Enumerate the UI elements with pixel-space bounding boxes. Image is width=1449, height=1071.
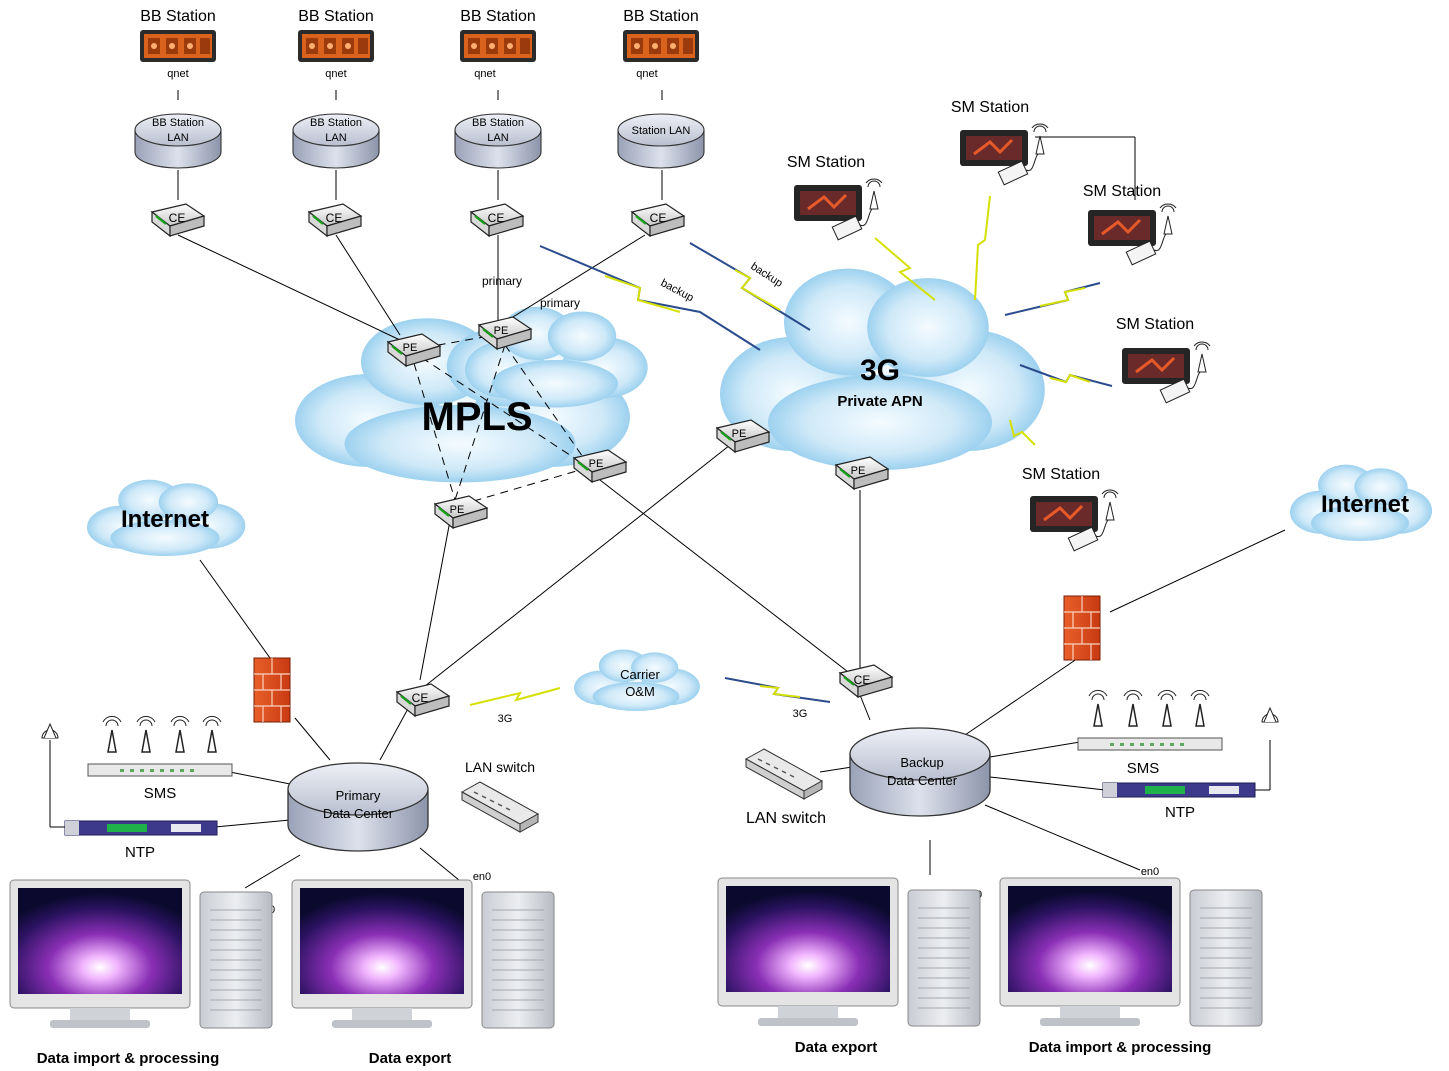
bb-station-title: BB Station — [140, 8, 216, 25]
carrier-label: O&M — [625, 684, 655, 699]
sms-label: SMS — [144, 785, 177, 802]
3g-link-label: 3G — [498, 713, 513, 725]
data-center-label: Primary — [336, 788, 381, 803]
lan-label: LAN — [325, 132, 346, 144]
lan-label: BB Station — [310, 117, 362, 129]
primary-link-label: primary — [540, 296, 580, 310]
carrier-label: Carrier — [620, 667, 660, 682]
sms-rack — [1077, 737, 1223, 751]
ntp-label: NTP — [125, 844, 155, 861]
connection-lines — [49, 90, 1286, 889]
ntp-rack — [64, 820, 218, 836]
backup-link-label: backup — [659, 277, 696, 304]
sm-station-1: SM Station — [787, 154, 884, 242]
lan-label: Station LAN — [632, 125, 691, 137]
workstation-import — [999, 877, 1263, 1027]
pe-label: PE — [732, 428, 747, 440]
ce-label: CE — [412, 691, 429, 705]
lan-label: LAN — [167, 132, 188, 144]
data-center-label: Data Center — [323, 806, 394, 821]
sm-station-title: SM Station — [1022, 466, 1100, 483]
mpls-mesh — [409, 334, 586, 506]
pe-label: PE — [450, 504, 465, 516]
primary-data-center: CE 3G Primary Data Center SMS NTP LAN sw… — [9, 657, 555, 1067]
gps-antenna-icon — [41, 722, 59, 739]
ce-label: CE — [650, 211, 667, 225]
bb-station-2: BB Station qnet BB Station LAN CE — [292, 8, 380, 238]
ntp-rack — [1102, 782, 1256, 798]
workstation-export — [291, 879, 555, 1029]
wireless-links — [469, 195, 1113, 706]
pe-label: PE — [851, 465, 866, 477]
ce-label: CE — [326, 211, 343, 225]
en0-label: en0 — [1141, 866, 1159, 878]
bb-station-title: BB Station — [460, 8, 536, 25]
backup-link-label: backup — [748, 260, 784, 289]
sms-label: SMS — [1127, 760, 1160, 777]
firewall-icon — [253, 657, 291, 723]
internet-label-right: Internet — [1321, 491, 1409, 518]
3g-title: 3G — [860, 354, 900, 387]
pe-label: PE — [589, 458, 604, 470]
workstation-caption: Data export — [795, 1039, 878, 1056]
sm-station-5: SM Station — [1022, 466, 1120, 553]
sm-station-title: SM Station — [1083, 183, 1161, 200]
bb-station-1: BB Station qnet BB Station LAN CE — [134, 8, 222, 238]
firewall-icon — [1063, 595, 1101, 661]
3g-link-label: 3G — [793, 708, 808, 720]
workstation-export — [717, 877, 981, 1027]
pe-label: PE — [403, 342, 418, 354]
lan-switch-icon — [461, 781, 539, 833]
lan-switch-icon — [745, 748, 823, 800]
bb-station-title: BB Station — [298, 8, 374, 25]
bb-station-4: BB Station qnet Station LAN CE primary — [540, 8, 705, 310]
lan-switch-label: LAN switch — [465, 759, 535, 775]
gps-antenna-icon — [1261, 706, 1279, 723]
sms-rack — [87, 763, 233, 777]
workstation-caption: Data import & processing — [37, 1050, 220, 1067]
sm-station-2: SM Station — [951, 99, 1050, 187]
backup-data-center: CE 3G Backup Data Center SMS NTP LAN swi… — [717, 595, 1279, 1056]
qnet-link-label: qnet — [636, 68, 657, 80]
en0-label: en0 — [473, 871, 491, 883]
bb-station-title: BB Station — [623, 8, 699, 25]
internet-label-left: Internet — [121, 506, 209, 533]
ce-label: CE — [488, 211, 505, 225]
lan-label: BB Station — [152, 117, 204, 129]
sm-station-title: SM Station — [951, 99, 1029, 116]
ce-label: CE — [169, 211, 186, 225]
data-center-label: Backup — [900, 755, 943, 770]
qnet-link-label: qnet — [325, 68, 346, 80]
lan-switch-label: LAN switch — [746, 810, 826, 827]
bb-station-3: BB Station qnet BB Station LAN CE primar… — [454, 8, 542, 288]
primary-link-label: primary — [482, 274, 522, 288]
mpls-label: MPLS — [421, 395, 532, 439]
pe-routers: PE PE PE PE PE PE — [386, 315, 890, 530]
qnet-link-label: qnet — [167, 68, 188, 80]
workstation-caption: Data export — [369, 1050, 452, 1067]
ce-label: CE — [854, 673, 871, 687]
3g-subtitle: Private APN — [837, 393, 922, 410]
pe-label: PE — [494, 325, 509, 337]
sm-station-title: SM Station — [787, 154, 865, 171]
lan-label: LAN — [487, 132, 508, 144]
qnet-link-label: qnet — [474, 68, 495, 80]
sm-station-4: SM Station — [1116, 316, 1212, 405]
sm-station-title: SM Station — [1116, 316, 1194, 333]
lan-label: BB Station — [472, 117, 524, 129]
sm-station-3: SM Station — [1083, 183, 1178, 267]
workstation-import — [9, 879, 273, 1029]
data-center-label: Data Center — [887, 773, 958, 788]
ntp-label: NTP — [1165, 804, 1195, 821]
workstation-caption: Data import & processing — [1029, 1039, 1212, 1056]
